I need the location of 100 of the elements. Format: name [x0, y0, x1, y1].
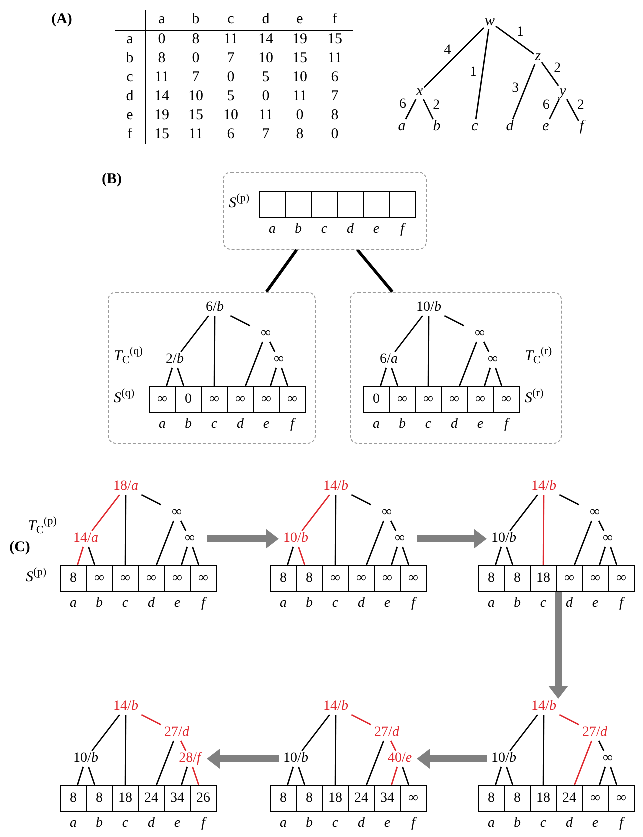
distance-value: 10 — [292, 70, 308, 86]
array-cell: 8 — [60, 565, 87, 592]
array-cell: 8 — [504, 565, 531, 592]
tree-edge — [92, 714, 120, 752]
array-cell: ∞ — [190, 565, 217, 592]
tree-node-label: 40/e — [383, 751, 417, 767]
cell-index-label: b — [514, 597, 521, 611]
tree-edge — [391, 368, 399, 386]
cell-index-label: f — [504, 418, 508, 432]
tree-edge — [475, 29, 490, 120]
tree-edge — [599, 546, 606, 566]
array-cell: 0 — [363, 386, 390, 413]
array-cell: ∞ — [608, 785, 635, 812]
cell-index-label: e — [174, 597, 181, 611]
distance-value: 8 — [158, 52, 166, 66]
cell-index-label: c — [122, 817, 129, 831]
tree-node-label: 10/b — [279, 531, 313, 547]
tree-node-label: 10/b — [69, 751, 103, 767]
cell-index-label: d — [566, 597, 573, 611]
array-cell: ∞ — [279, 386, 306, 413]
tree-node-label: 10/b — [412, 300, 446, 316]
distance-value: 5 — [227, 90, 235, 104]
distance-value: 6 — [331, 70, 339, 86]
cell-index-label: c — [211, 418, 218, 432]
array-cell: ∞ — [389, 386, 416, 413]
arrow — [417, 749, 487, 769]
tree-edge — [402, 766, 410, 786]
tree-edge — [405, 99, 417, 120]
distance-value: 7 — [192, 70, 200, 86]
distance-value: 0 — [262, 90, 270, 104]
tree-edge — [156, 520, 175, 566]
tree-edge — [298, 766, 306, 786]
tree-edge — [506, 766, 514, 786]
distance-value: 14 — [258, 32, 274, 48]
arrow — [207, 529, 279, 549]
tree-node-label: 10/b — [279, 751, 313, 767]
tree-edge — [390, 520, 397, 532]
tree-node-label: 14/b — [319, 699, 353, 715]
tree-edge — [542, 715, 545, 785]
row-header: d — [126, 90, 134, 104]
tree-edge — [495, 368, 503, 386]
distance-value: 11 — [258, 108, 274, 124]
tree-edge — [181, 546, 188, 566]
tree-edge — [402, 546, 410, 566]
distance-value: 11 — [224, 32, 238, 48]
tree-edge — [302, 714, 330, 752]
cell-index-label: e — [592, 597, 599, 611]
tree-edge — [334, 715, 337, 785]
cell-index-label: b — [96, 817, 103, 831]
array-cell: 8 — [270, 565, 297, 592]
array-cell: 8 — [270, 785, 297, 812]
tree-edge — [281, 368, 289, 386]
tree-edge — [166, 368, 174, 386]
tree-edge — [598, 520, 605, 532]
cell-index-label: e — [174, 817, 181, 831]
array-cell: 24 — [138, 785, 165, 812]
array-cell: ∞ — [86, 565, 113, 592]
tree-edge — [574, 520, 593, 566]
tree-edge — [598, 740, 605, 752]
tree-edge — [298, 546, 306, 566]
array-cell — [311, 191, 338, 218]
tree-edge — [269, 342, 276, 352]
tree-edge — [495, 546, 502, 566]
tree-edge — [483, 342, 490, 352]
tree-node-label: 14/b — [527, 479, 561, 495]
distance-value: 10 — [258, 52, 274, 66]
cell-index-label: b — [306, 597, 313, 611]
array-cell: 34 — [164, 785, 191, 812]
tree-node-label: c — [470, 120, 480, 134]
array-cell: ∞ — [374, 565, 401, 592]
distance-value: 8 — [192, 32, 200, 48]
dashed-panel — [108, 292, 316, 444]
cell-index-label: f — [620, 817, 624, 831]
distance-value: 10 — [224, 108, 238, 124]
array-cell: ∞ — [556, 565, 583, 592]
tree-edge — [287, 546, 294, 566]
distance-value: 7 — [262, 128, 270, 142]
tree-node-label: ∞ — [173, 531, 207, 547]
array-cell: ∞ — [582, 785, 609, 812]
cell-index-label: e — [384, 817, 391, 831]
tree-edge — [77, 546, 84, 566]
distance-value: 7 — [331, 90, 339, 104]
cell-index-label: a — [488, 817, 495, 831]
array-cell: 24 — [556, 785, 583, 812]
tree-edge — [366, 520, 385, 566]
array-cell — [285, 191, 312, 218]
distance-value: 11 — [154, 70, 170, 86]
cell-index-label: f — [412, 817, 416, 831]
tree-edge — [180, 520, 187, 532]
array-cell: ∞ — [227, 386, 254, 413]
cell-index-label: f — [620, 597, 624, 611]
tree-edge — [92, 494, 120, 532]
cell-index-label: a — [159, 418, 166, 432]
row-header: c — [126, 70, 134, 86]
array-cell: 26 — [190, 785, 217, 812]
tree-edge — [192, 766, 200, 786]
tree-edge — [610, 766, 618, 786]
cell-index-label: d — [358, 597, 365, 611]
connector-line — [265, 249, 298, 293]
tree-node-label: w — [484, 14, 496, 30]
